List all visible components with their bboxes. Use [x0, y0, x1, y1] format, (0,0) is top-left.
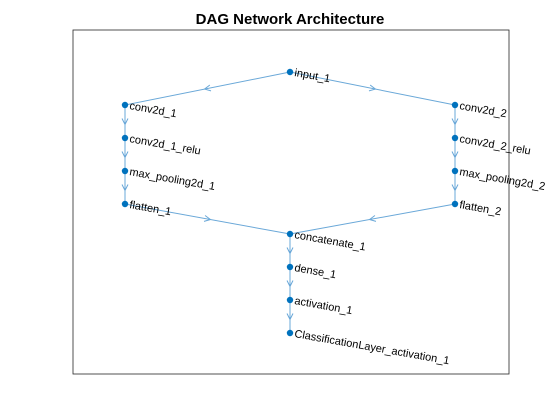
edge-input_1-to-conv2d_1	[124, 71, 291, 106]
arrowhead-concatenate_1-to-dense_1	[286, 247, 294, 255]
arrowhead-conv2d_2_relu-to-max_pooling2d_2	[451, 151, 459, 159]
arrowhead-flatten_1-to-concatenate_1	[203, 215, 212, 222]
node-marker	[286, 68, 294, 76]
edge-input_1-to-conv2d_2	[289, 71, 456, 106]
node-marker	[451, 134, 459, 142]
arrowhead-flatten_2-to-concatenate_1	[368, 215, 377, 222]
arrowhead-dense_1-to-activation_1	[286, 280, 294, 288]
arrowhead-conv2d_1_relu-to-max_pooling2d_1	[121, 151, 129, 159]
node-marker	[121, 200, 129, 208]
arrowhead-input_1-to-conv2d_1	[203, 84, 212, 92]
node-marker	[286, 230, 294, 238]
figure-title: DAG Network Architecture	[196, 11, 385, 28]
edge-flatten_1-to-concatenate_1	[124, 203, 291, 235]
arrowhead-conv2d_1-to-conv2d_1_relu	[121, 118, 129, 126]
arrowhead-activation_1-to-ClassificationLayer_activation_1	[286, 313, 294, 321]
node-marker	[121, 167, 129, 175]
node-marker	[286, 263, 294, 271]
node-marker	[121, 101, 129, 109]
edge-flatten_2-to-concatenate_1	[289, 203, 456, 235]
arrowhead-max_pooling2d_2-to-flatten_2	[451, 184, 459, 192]
node-marker	[121, 134, 129, 142]
node-marker	[286, 329, 294, 337]
arrowhead-conv2d_2-to-conv2d_2_relu	[451, 118, 459, 126]
node-marker	[451, 101, 459, 109]
arrowhead-max_pooling2d_1-to-flatten_1	[121, 184, 129, 192]
node-marker	[286, 296, 294, 304]
node-marker	[451, 200, 459, 208]
node-marker	[451, 167, 459, 175]
arrowhead-input_1-to-conv2d_2	[368, 84, 377, 92]
edges-layer	[121, 71, 459, 333]
